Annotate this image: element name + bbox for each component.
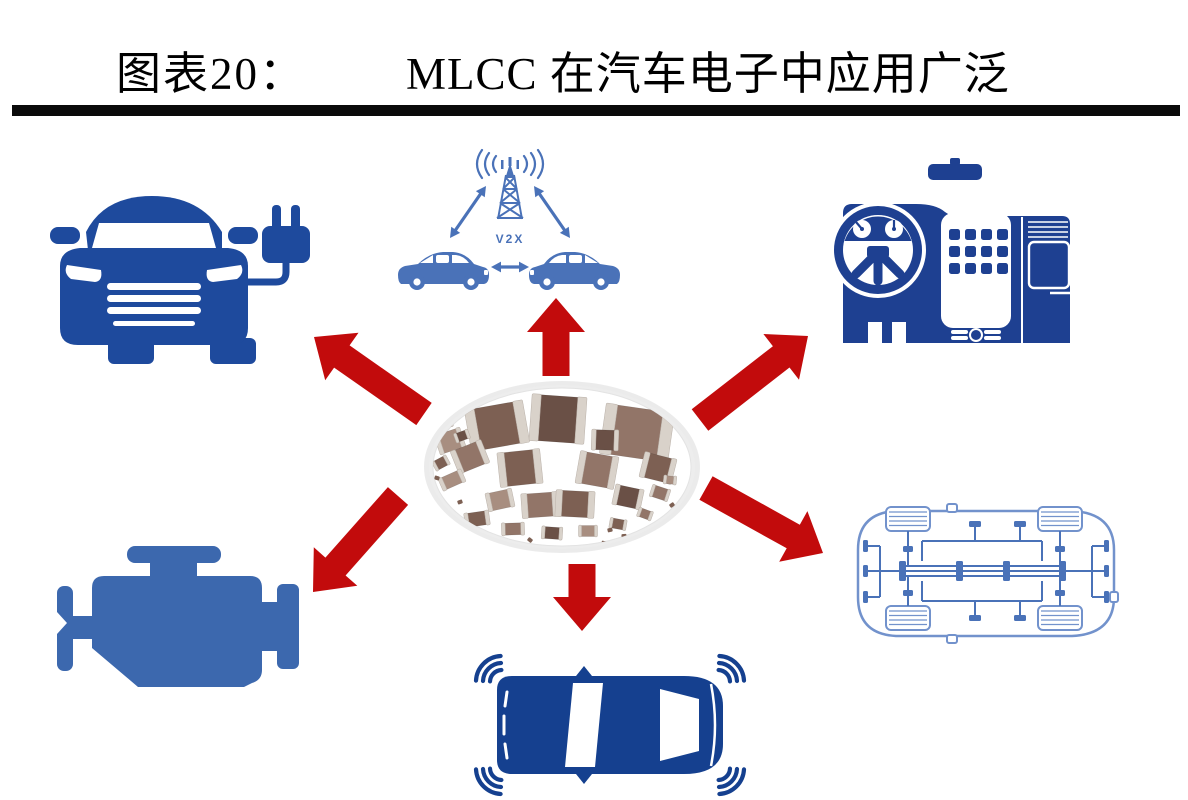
engine-icon — [57, 546, 299, 687]
app-grid-icons — [949, 229, 1008, 274]
sensor-waves-icon — [473, 653, 747, 797]
ev-charging-car-icon — [50, 196, 310, 364]
v2x-left-car-icon — [398, 252, 489, 290]
red-arrows — [313, 298, 823, 631]
title-underline-rule — [12, 105, 1180, 116]
figure-title: MLCC 在汽车电子中应用广泛 — [406, 49, 1010, 99]
red-arrow-to-dashboard — [691, 334, 808, 431]
red-arrow-down — [553, 564, 611, 631]
v2x-label: V2X — [496, 232, 525, 246]
radio-waves-icon — [475, 148, 545, 180]
home-button-icon — [969, 328, 983, 342]
car-dashboard-infotainment-icon — [830, 158, 1071, 343]
glovebox-icon — [1027, 240, 1071, 290]
steering-wheel-icon — [830, 202, 926, 298]
radio-tower-icon — [475, 148, 545, 220]
v2x-communication-icon: V2X — [398, 148, 620, 290]
red-arrow-to-engine — [313, 487, 409, 592]
right-headlight — [206, 265, 243, 282]
left-headlight — [65, 265, 102, 282]
figure-number-label: 图表20： — [116, 49, 307, 99]
mlcc-components-photo — [424, 381, 700, 553]
right-mirror — [228, 227, 258, 244]
rearview-mirror-icon — [928, 164, 982, 180]
chassis-wiring — [863, 521, 1109, 621]
left-mirror — [50, 227, 80, 244]
rear-window — [660, 689, 699, 761]
windshield — [565, 683, 603, 767]
charging-plug-icon — [239, 205, 310, 286]
vent-lines — [1028, 221, 1068, 238]
infotainment-screen — [941, 213, 1011, 342]
mlcc-chips — [433, 393, 678, 546]
red-arrow-to-chassis — [699, 476, 823, 562]
car-chassis-wiring-icon — [856, 503, 1119, 644]
v2x-right-car-icon — [529, 252, 620, 290]
v2x-double-arrows — [450, 186, 570, 273]
car-parking-sensors-icon — [473, 653, 747, 797]
red-arrow-to-ev — [314, 332, 432, 426]
red-arrow-up — [527, 298, 585, 376]
